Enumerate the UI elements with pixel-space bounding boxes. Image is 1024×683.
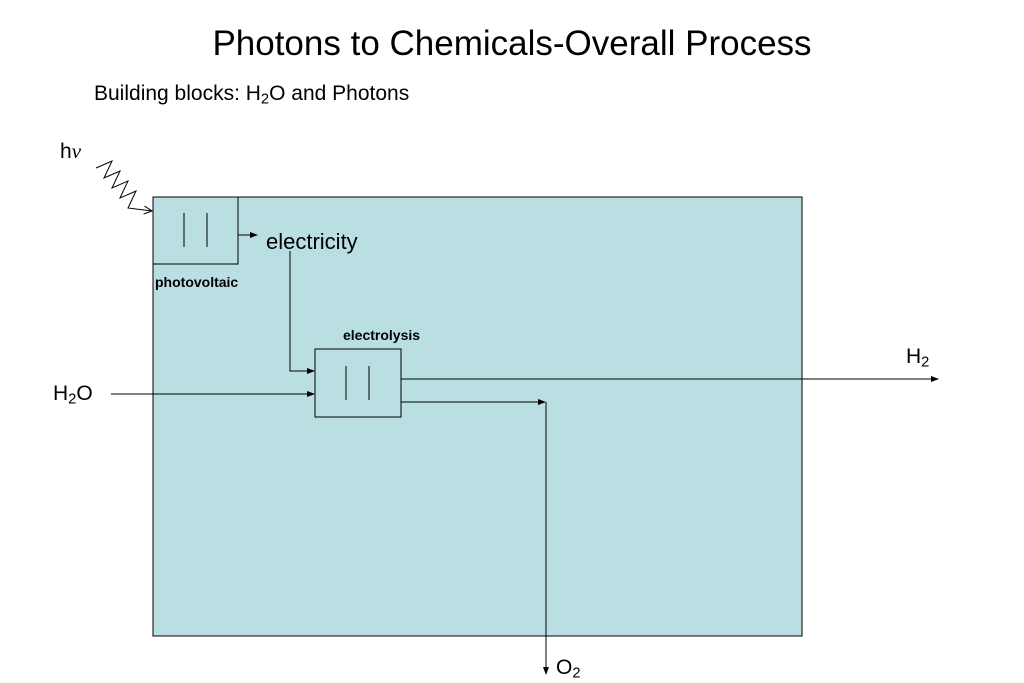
subtitle-suffix: O and Photons (269, 82, 410, 105)
photon-label-nu: ν (71, 139, 82, 163)
photon-wave-arrow (95, 160, 152, 211)
photovoltaic-label: photovoltaic (155, 274, 239, 290)
oxygen-label: O2 (556, 655, 581, 681)
electricity-label: electricity (266, 229, 358, 254)
photon-label: hν (60, 138, 81, 165)
hydrogen-label-base: H (906, 345, 922, 368)
page-title: Photons to Chemicals-Overall Process (212, 24, 812, 63)
oxygen-label-base: O (556, 656, 573, 679)
oxygen-label-sub: 2 (572, 665, 581, 682)
photon-label-h: h (60, 140, 72, 163)
system-boundary-box (152, 196, 803, 637)
water-label: H2O (53, 381, 93, 407)
water-label-base: H (53, 382, 69, 405)
water-label-sub: 2 (68, 391, 77, 408)
electrolysis-box (314, 348, 402, 418)
subtitle: Building blocks: H2O and Photons (94, 81, 409, 107)
hydrogen-label-sub: 2 (921, 354, 930, 371)
electricity-to-electrolysis-arrow (289, 251, 315, 374)
water-label-suffix: O (76, 382, 93, 405)
hydrogen-label: H2 (906, 344, 929, 370)
subtitle-prefix: Building blocks: H (94, 82, 261, 105)
subtitle-subscript: 2 (260, 91, 270, 108)
electrolysis-label: electrolysis (343, 327, 421, 343)
photovoltaic-box (152, 196, 239, 265)
